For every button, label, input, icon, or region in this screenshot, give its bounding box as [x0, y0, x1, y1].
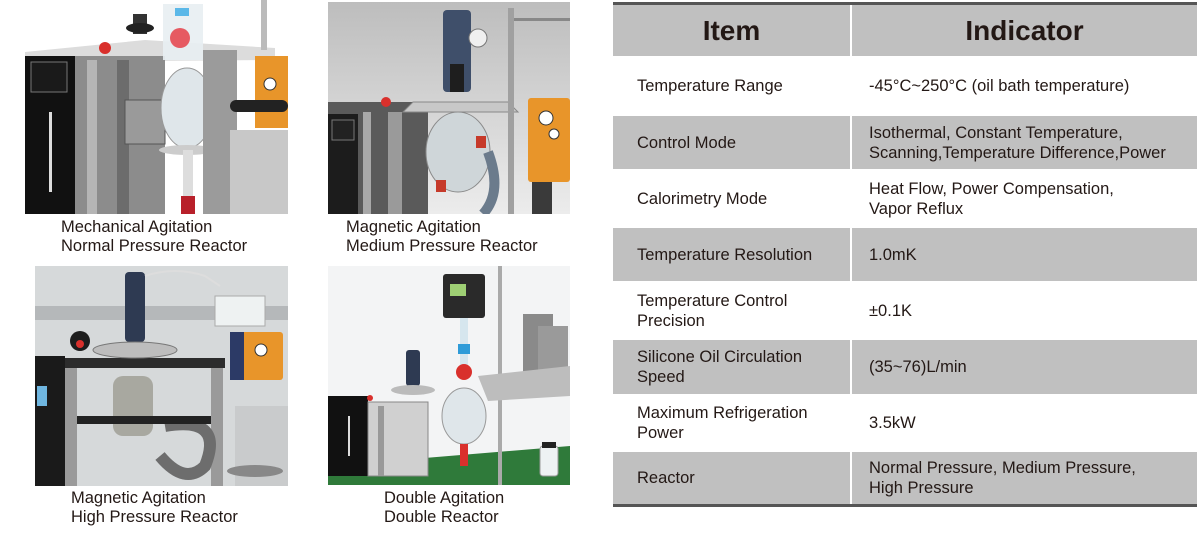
photo-caption: Magnetic Agitation High Pressure Reactor	[71, 489, 238, 527]
caption-line: Medium Pressure Reactor	[346, 237, 538, 255]
mechanical-agitation-normal-pressure-reactor-photo	[25, 0, 288, 214]
indicator-cell: (35~76)L/min	[852, 340, 1197, 394]
column-header-item: Item	[613, 5, 850, 56]
item-text: Maximum Refrigeration	[637, 404, 808, 422]
item-text: Precision	[637, 311, 705, 330]
magnetic-agitation-medium-pressure-reactor-photo	[328, 2, 570, 214]
indicator-cell: Heat Flow, Power Compensation, Vapor Ref…	[852, 171, 1197, 226]
item-cell: Temperature Range	[613, 58, 850, 114]
indicator-cell: 1.0mK	[852, 228, 1197, 281]
item-cell: Silicone Oil Circulation Speed	[613, 340, 850, 394]
indicator-text: Isothermal, Constant Temperature,	[869, 123, 1123, 142]
table-row: Silicone Oil Circulation Speed (35~76)L/…	[613, 340, 1197, 394]
item-cell: Maximum Refrigeration Power	[613, 396, 850, 450]
photo-caption: Double Agitation Double Reactor	[384, 489, 504, 527]
item-text: Control Mode	[637, 133, 737, 152]
table-header-row: Item Indicator	[613, 5, 1197, 56]
item-cell: Reactor	[613, 452, 850, 504]
indicator-text: Heat Flow, Power Compensation,	[869, 179, 1114, 198]
item-text: Speed	[637, 368, 685, 386]
table-row: Temperature Resolution 1.0mK	[613, 228, 1197, 281]
caption-line: Double Agitation	[384, 489, 505, 507]
indicator-cell: ±0.1K	[852, 283, 1197, 338]
table-row: Maximum Refrigeration Power 3.5kW	[613, 396, 1197, 450]
caption-line: Magnetic Agitation	[346, 218, 481, 236]
caption-line: Double Reactor	[384, 508, 499, 526]
caption-line: Normal Pressure Reactor	[61, 237, 248, 255]
indicator-cell: -45°C~250°C (oil bath temperature)	[852, 58, 1197, 114]
spec-table: Item Indicator Temperature Range -45°C~2…	[613, 2, 1197, 507]
caption-line: Magnetic Agitation	[71, 489, 206, 507]
item-text: Temperature Resolution	[637, 245, 813, 264]
photo-caption: Magnetic Agitation Medium Pressure React…	[346, 218, 538, 256]
item-text: Silicone Oil Circulation	[637, 348, 803, 366]
item-text: Calorimetry Mode	[637, 189, 768, 208]
indicator-text: 3.5kW	[869, 414, 916, 432]
indicator-cell: 3.5kW	[852, 396, 1197, 450]
item-text: Reactor	[637, 469, 695, 487]
double-agitation-double-reactor-photo	[328, 266, 570, 485]
item-cell: Temperature Control Precision	[613, 283, 850, 338]
table-row: Calorimetry Mode Heat Flow, Power Compen…	[613, 171, 1197, 226]
item-cell: Calorimetry Mode	[613, 171, 850, 226]
indicator-text: (35~76)L/min	[869, 358, 967, 376]
indicator-text: Vapor Reflux	[869, 199, 964, 218]
caption-line: Mechanical Agitation	[61, 218, 213, 236]
item-text: Power	[637, 424, 684, 442]
indicator-text: High Pressure	[869, 479, 974, 497]
indicator-text: Scanning,Temperature Difference,Power	[869, 143, 1166, 162]
photo-caption: Mechanical Agitation Normal Pressure Rea…	[61, 218, 247, 256]
indicator-cell: Isothermal, Constant Temperature, Scanni…	[852, 116, 1197, 169]
item-text: Temperature Control	[637, 291, 788, 310]
indicator-text: ±0.1K	[869, 301, 912, 320]
item-cell: Control Mode	[613, 116, 850, 169]
indicator-text: -45°C~250°C (oil bath temperature)	[869, 77, 1130, 95]
table-row: Temperature Range -45°C~250°C (oil bath …	[613, 58, 1197, 114]
table-row: Reactor Normal Pressure, Medium Pressure…	[613, 452, 1197, 504]
indicator-text: Normal Pressure, Medium Pressure,	[869, 459, 1136, 477]
table-row: Temperature Control Precision ±0.1K	[613, 283, 1197, 338]
indicator-cell: Normal Pressure, Medium Pressure, High P…	[852, 452, 1197, 504]
caption-line: High Pressure Reactor	[71, 508, 238, 526]
item-text: Temperature Range	[637, 77, 783, 95]
indicator-text: 1.0mK	[869, 245, 917, 264]
item-cell: Temperature Resolution	[613, 228, 850, 281]
magnetic-agitation-high-pressure-reactor-photo	[35, 266, 288, 486]
table-row: Control Mode Isothermal, Constant Temper…	[613, 116, 1197, 169]
column-header-indicator: Indicator	[852, 5, 1197, 56]
